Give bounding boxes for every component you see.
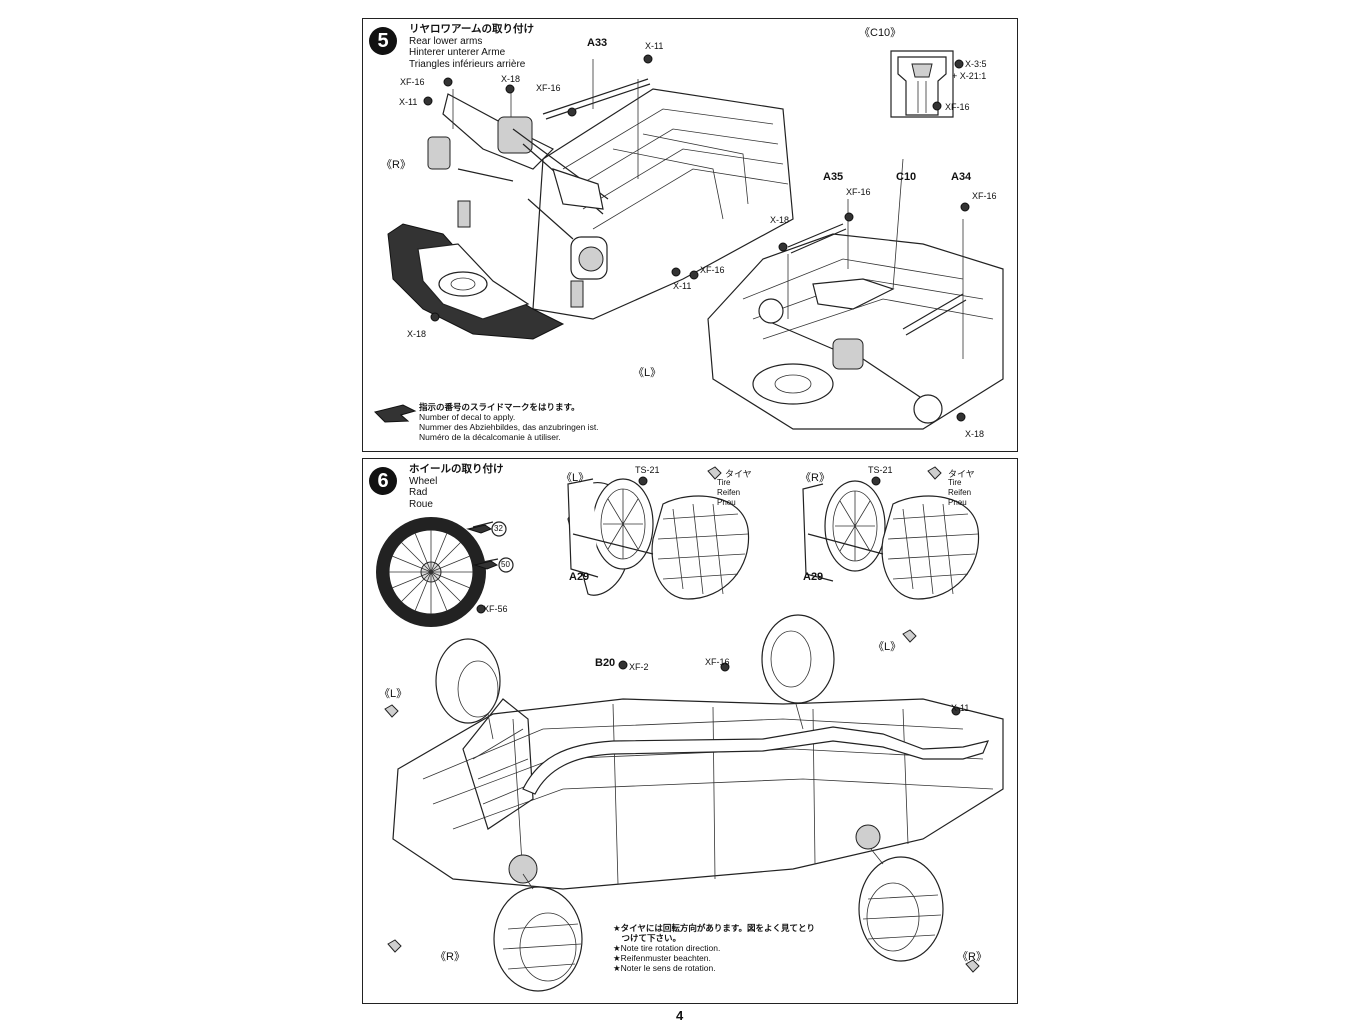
rear-suspension-diagram — [374, 50, 1004, 430]
page-number: 4 — [676, 1008, 684, 1023]
tire-rotation-note: ★タイヤには回転方向があります。図をよく見てとり つけて下さい。 ★Note t… — [613, 923, 815, 973]
step-title-jp: ホイールの取り付け — [409, 463, 504, 475]
part-xf16: XF-16 — [705, 657, 730, 667]
side-l: 《L》 — [633, 367, 662, 379]
side-l: 《L》 — [561, 472, 590, 484]
rotation-note-jp2: つけて下さい。 — [613, 933, 682, 943]
part-xf16: XF-16 — [846, 187, 871, 197]
wheel-icon — [802, 480, 886, 582]
part-x35: X-3:5 — [965, 59, 987, 69]
step-title-fr: Triangles inférieurs arrière — [409, 58, 526, 70]
step-title-en: Wheel — [409, 475, 438, 487]
side-r: 《R》 — [435, 951, 465, 963]
part-a29: A29 — [569, 571, 590, 583]
paint-ts21: TS-21 — [868, 465, 893, 475]
part-xf16: XF-16 — [972, 191, 997, 201]
decal-50: 50 — [501, 560, 510, 569]
wheel-icon — [376, 517, 486, 627]
part-a33: A33 — [587, 37, 608, 49]
part-x11: X-11 — [399, 97, 418, 107]
part-x11: X-11 — [645, 41, 664, 51]
part-x11: X-11 — [673, 281, 692, 291]
step-title-jp: リヤロワアームの取り付け — [409, 23, 535, 35]
part-a29: A29 — [803, 571, 824, 583]
step-number: 6 — [369, 467, 397, 495]
tire-label-de: Reifen — [717, 488, 741, 497]
wheel-assembly-diagram — [376, 466, 1004, 992]
side-l: 《L》 — [873, 641, 902, 653]
c10-inset-title: 《C10》 — [859, 27, 902, 39]
part-c10: C10 — [896, 171, 917, 183]
part-x18: X-18 — [407, 329, 427, 339]
decal-32: 32 — [494, 524, 503, 533]
paint-ts21: TS-21 — [635, 465, 660, 475]
part-a34: A34 — [951, 171, 972, 183]
step-title: リヤロワアームの取り付け Rear lower arms Hinterer un… — [409, 23, 535, 70]
side-r: 《R》 — [957, 951, 987, 963]
rotation-note-en: ★Note tire rotation direction. — [613, 943, 721, 953]
side-r: 《R》 — [381, 159, 411, 171]
step-title-de: Rad — [409, 487, 428, 498]
tire-label-en: Tire — [948, 478, 962, 487]
part-xf56: XF-56 — [483, 604, 508, 614]
step-number: 5 — [369, 27, 397, 55]
wheel-icon — [567, 478, 654, 596]
step-5-panel: 5 リヤロワアームの取り付け Rear lower arms Hinterer … — [362, 18, 1018, 452]
rotation-note-jp1: ★タイヤには回転方向があります。図をよく見てとり — [613, 923, 816, 933]
decal-icon — [374, 404, 417, 423]
rotation-note-de: ★Reifenmuster beachten. — [613, 953, 711, 963]
decal-note-fr: Numéro de la décalcomanie à utiliser. — [419, 432, 561, 442]
tire-label-jp: タイヤ — [725, 469, 752, 479]
part-x21: + X-21:1 — [952, 71, 987, 81]
screw-icon — [423, 54, 970, 422]
tire-tread-icon — [881, 495, 980, 600]
step-title: ホイールの取り付け Wheel Rad Roue — [409, 463, 504, 510]
part-x18: X-18 — [501, 74, 521, 84]
tire-label-de: Reifen — [948, 488, 972, 497]
part-xf16: XF-16 — [536, 83, 561, 93]
rotation-note-fr: ★Noter le sens de rotation. — [613, 963, 716, 973]
part-x18: X-18 — [770, 215, 790, 225]
tire-label-multi: Tire Reifen Pneu — [717, 478, 740, 508]
part-xf16: XF-16 — [945, 102, 970, 112]
part-xf16: XF-16 — [400, 77, 425, 87]
side-l: 《L》 — [379, 688, 408, 700]
screw-icon — [476, 476, 961, 716]
side-r: 《R》 — [800, 472, 830, 484]
step-title-en: Rear lower arms — [409, 35, 483, 47]
part-a35: A35 — [823, 171, 844, 183]
tire-label-en: Tire — [717, 478, 731, 487]
part-xf2: XF-2 — [629, 662, 649, 672]
tire-tread-icon — [435, 614, 944, 992]
cement-icon — [384, 466, 980, 973]
step-title-de: Hinterer unterer Arme — [409, 47, 506, 58]
tire-label-jp: タイヤ — [948, 469, 975, 479]
tire-label-fr: Pneu — [717, 498, 736, 507]
part-x11: X-11 — [951, 703, 970, 713]
tire-label-multi: Tire Reifen Pneu — [948, 478, 971, 508]
part-b20: B20 — [595, 657, 616, 669]
decal-note-en: Number of decal to apply. — [419, 412, 516, 422]
step-6-panel: 6 ホイールの取り付け Wheel Rad Roue — [362, 458, 1018, 1004]
tire-tread-icon — [651, 495, 750, 600]
step-title-fr: Roue — [409, 498, 433, 510]
part-xf16: XF-16 — [700, 265, 725, 275]
part-x18: X-18 — [965, 429, 985, 439]
decal-note-de: Nummer des Abziehbildes, das anzubringen… — [419, 422, 599, 432]
tire-label-fr: Pneu — [948, 498, 967, 507]
decal-icon — [466, 524, 499, 570]
decal-note-jp: 指示の番号のスライドマークをはります。 — [419, 402, 580, 412]
decal-note: 指示の番号のスライドマークをはります。 Number of decal to a… — [419, 402, 599, 442]
